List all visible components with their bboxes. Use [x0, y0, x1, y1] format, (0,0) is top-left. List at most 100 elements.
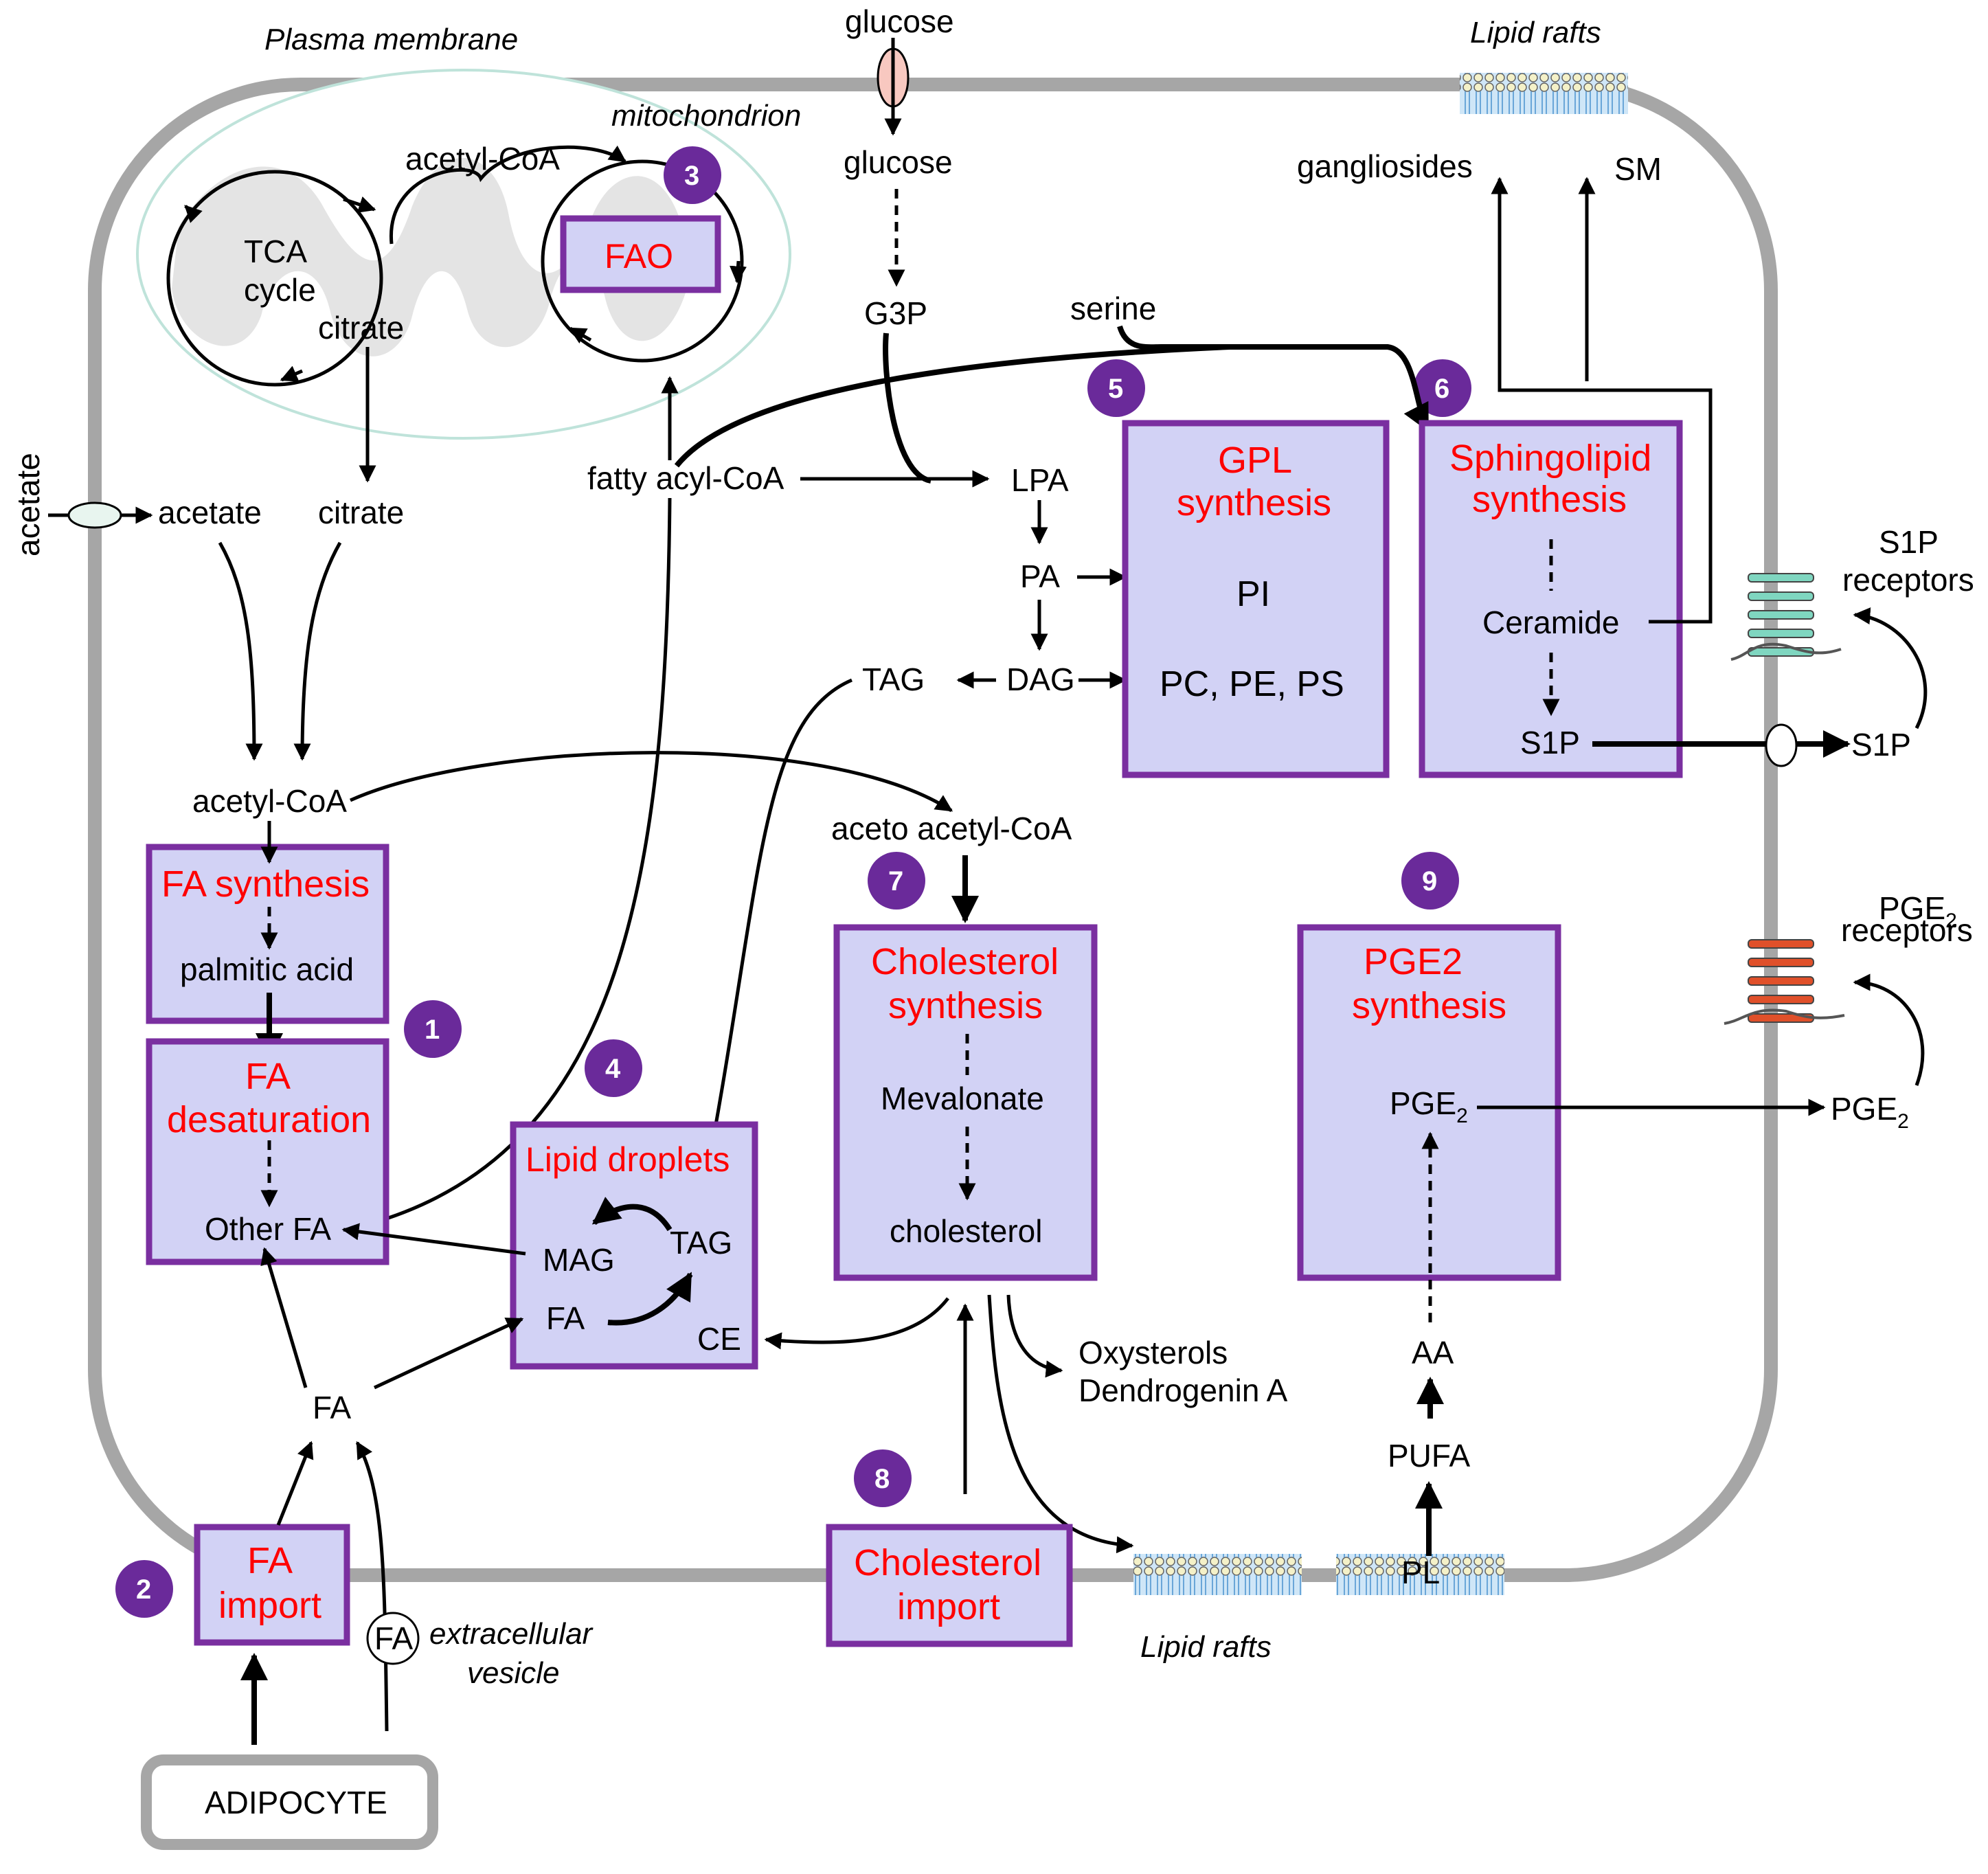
pufa: PUFA [1388, 1438, 1470, 1474]
lipid-raft-top [1460, 73, 1628, 114]
fa-desat-title-1: FA [245, 1056, 291, 1097]
pge2-in: PGE2 [1390, 1085, 1468, 1127]
gangliosides: gangliosides [1297, 148, 1473, 184]
lipid-rafts-top-label: Lipid rafts [1470, 16, 1601, 49]
chol-to-oxysterols [1006, 1294, 1063, 1378]
lipid-raft-bottom [1133, 1554, 1302, 1595]
ceramide: Ceramide [1482, 605, 1619, 640]
ld-mag: MAG [543, 1242, 615, 1278]
acetylcoa-to-acetoacetyl [349, 751, 953, 813]
acetate-out: acetate [10, 453, 46, 556]
fa-vesicle [366, 1612, 420, 1665]
pge2-receptors-sub: 2 [1945, 910, 1957, 932]
tca-label-1: TCA [244, 234, 307, 269]
badge-5-text: 5 [1108, 374, 1123, 404]
pge2-out-sub: 2 [1897, 1110, 1909, 1133]
fa-to-tag [607, 1272, 693, 1326]
s1p-out: S1P [1851, 727, 1911, 763]
pge2-out: PGE2 [1831, 1091, 1909, 1133]
acetyl-coa-cyto: acetyl-CoA [192, 783, 347, 819]
lipid-raft-pl [1336, 1554, 1504, 1595]
cholesterol-synthesis-box [833, 924, 1098, 1281]
pge2-in-sub: 2 [1456, 1105, 1468, 1127]
serine: serine [1070, 291, 1156, 326]
chol-to-rafts [987, 1294, 1134, 1554]
badge-6-text: 6 [1434, 374, 1449, 404]
chol-to-ce [764, 1297, 949, 1350]
tag-to-droplets [695, 678, 852, 1208]
glucose-out: glucose [845, 3, 954, 39]
sphingo-title-2: synthesis [1472, 479, 1627, 520]
badge-8-text: 8 [874, 1464, 890, 1494]
chol-import-title-1: Cholesterol [854, 1542, 1041, 1583]
acetate-to-acetylcoa [218, 541, 263, 761]
s1p-receptors-1: S1P [1879, 524, 1939, 560]
ceramide-to-gangliosides [1491, 177, 1713, 624]
sphingolipid-box [1419, 420, 1683, 778]
fa-vesicle-label: FA [374, 1621, 414, 1656]
dendrogenin: Dendrogenin A [1078, 1373, 1288, 1408]
tca-cycle-circle [166, 170, 383, 387]
fao-circle [541, 159, 744, 363]
gpl-pi: PI [1236, 574, 1270, 614]
tag: TAG [862, 662, 925, 697]
badge-4: 4 [585, 1039, 642, 1097]
adipocyte-box [141, 1754, 438, 1850]
tca-arrow-3 [280, 365, 303, 382]
mitochondrion-label: mitochondrion [611, 99, 801, 133]
oxysterols: Oxysterols [1078, 1335, 1228, 1370]
fa-import-title-2: import [218, 1585, 321, 1626]
badge-7-text: 7 [888, 866, 903, 896]
badge-7: 7 [868, 852, 925, 910]
other-fa: Other FA [205, 1211, 331, 1247]
fa-import-box [194, 1524, 350, 1646]
badge-1-text: 1 [425, 1015, 440, 1045]
badge-5: 5 [1087, 359, 1145, 417]
palmitic-acid: palmitic acid [180, 951, 354, 987]
aceto-acetyl-coa: aceto acetyl-CoA [831, 811, 1072, 846]
pge2-out-main: PGE [1831, 1091, 1897, 1127]
s1p-in: S1P [1520, 725, 1580, 760]
pge2-in-main: PGE [1390, 1085, 1456, 1121]
ld-fa: FA [546, 1300, 585, 1336]
dag: DAG [1006, 662, 1075, 697]
fa-synthesis-title: FA synthesis [161, 863, 370, 905]
pge2-receptors-1: PGE2 [1879, 890, 1957, 932]
vesicle-to-fa [355, 1441, 389, 1732]
ld-ce: CE [697, 1321, 741, 1357]
cholesterol: cholesterol [890, 1213, 1042, 1249]
fao-arrow-2 [568, 326, 592, 343]
tca-arrow-1 [343, 196, 376, 213]
s1p-receptors-2: receptors [1842, 562, 1974, 598]
tca-label-2: cycle [244, 272, 316, 308]
s1p-transporter [1765, 723, 1798, 767]
g3p: G3P [864, 295, 927, 331]
citrate-to-acetylcoa [293, 541, 342, 761]
g3p-lpa-arc [883, 332, 932, 484]
pge2-receptors-2: receptors [1841, 912, 1973, 948]
s1p-receptor [1730, 573, 1842, 661]
badge-2: 2 [115, 1560, 173, 1618]
sphingo-title-1: Sphingolipid [1449, 438, 1651, 479]
tca-arrow-2 [184, 205, 203, 223]
fao-box [560, 215, 721, 293]
gpl-title-1: GPL [1218, 440, 1292, 481]
badge-3: 3 [664, 146, 721, 204]
fa-to-droplets [373, 1317, 524, 1390]
gpl-title-2: synthesis [1177, 482, 1331, 523]
badge-1: 1 [404, 1000, 462, 1058]
fa-to-otherfa [260, 1247, 308, 1388]
chol-synth-title-2: synthesis [888, 985, 1043, 1026]
badge-9: 9 [1401, 852, 1459, 910]
tag-to-mag [591, 1197, 673, 1232]
lpa: LPA [1011, 462, 1069, 498]
ld-tag: TAG [670, 1225, 732, 1261]
pge2-title-2: synthesis [1352, 985, 1506, 1026]
fa-import-title-1: FA [247, 1540, 293, 1581]
fatty-acyl-coa: fatty acyl-CoA [587, 460, 784, 496]
gpl-pc-pe-ps: PC, PE, PS [1160, 664, 1344, 704]
chol-synth-title-1: Cholesterol [871, 941, 1059, 982]
fa-node: FA [313, 1390, 352, 1425]
pge2-receptor [1724, 939, 1845, 1025]
